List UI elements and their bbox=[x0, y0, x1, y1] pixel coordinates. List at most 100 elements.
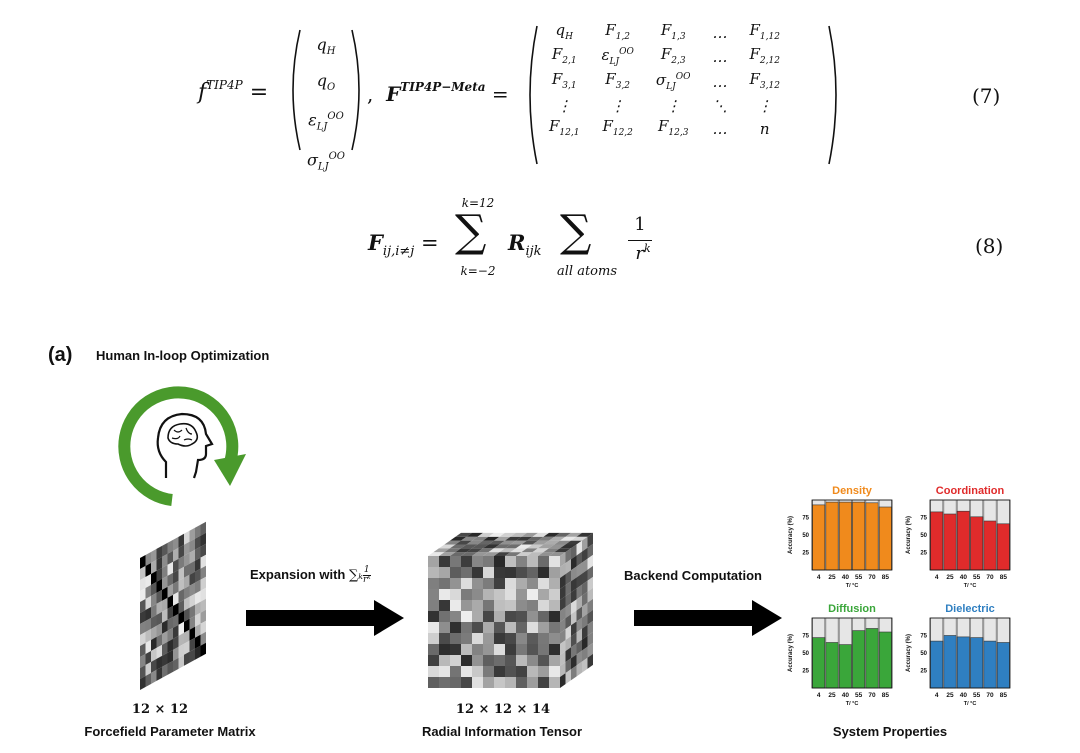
matrix-cell-block bbox=[195, 623, 201, 638]
y-axis-label: Accuracy (%) bbox=[906, 516, 912, 554]
tensor-front-cell bbox=[472, 611, 483, 622]
tensor-side-cell bbox=[587, 609, 593, 625]
matrix-cell-block bbox=[195, 579, 201, 594]
tensor-side-cell bbox=[560, 552, 566, 567]
tensor-front-cell bbox=[439, 600, 450, 611]
y-tick-label: 25 bbox=[802, 551, 809, 557]
tensor-side-cell bbox=[582, 646, 588, 662]
tensor-front-cell bbox=[450, 677, 461, 688]
matrix-cell-block bbox=[151, 603, 157, 618]
matrix-cell-block bbox=[178, 621, 184, 636]
tensor-side-cell bbox=[576, 551, 582, 567]
tensor-side-cell bbox=[582, 613, 588, 629]
matrix-cell-block bbox=[173, 657, 179, 672]
eq7-number: (7) bbox=[972, 84, 1001, 108]
matrix-cell-block bbox=[162, 575, 168, 590]
y-tick-label: 50 bbox=[920, 533, 927, 539]
tensor-front-cell bbox=[527, 677, 538, 688]
bar bbox=[812, 504, 826, 571]
matrix-cell: F1,12 bbox=[749, 20, 780, 42]
matrix-row: F3,1 F3,2 σLJOO … F3,12 bbox=[538, 70, 791, 95]
matrix-cell-block bbox=[156, 589, 162, 604]
matrix-cell-block bbox=[167, 561, 173, 576]
matrix-cell-block bbox=[200, 532, 206, 547]
y-tick-label: 25 bbox=[802, 669, 809, 675]
tensor-front-cell bbox=[439, 633, 450, 644]
matrix-cell: F3,1 bbox=[551, 69, 577, 91]
matrix-cell-block bbox=[173, 591, 179, 606]
tensor-side-cell bbox=[565, 636, 571, 652]
bar bbox=[943, 635, 957, 689]
arrow2-shape bbox=[634, 600, 782, 636]
x-axis-label: T/ °C bbox=[964, 583, 977, 589]
x-tick-label: 55 bbox=[973, 692, 981, 699]
tensor-top-cell bbox=[444, 540, 461, 545]
matrix-cell-block bbox=[145, 639, 151, 654]
tensor-front-cell bbox=[472, 633, 483, 644]
matrix-cell: F3,2 bbox=[605, 69, 631, 91]
matrix-cell-block bbox=[195, 546, 201, 561]
matrix-cell-block bbox=[184, 640, 190, 655]
tensor-front-cell bbox=[505, 578, 516, 589]
tensor-front-cell bbox=[439, 578, 450, 589]
x-tick-label: 70 bbox=[986, 574, 994, 581]
tensor-front-cell bbox=[461, 567, 472, 578]
eq8-sum-lower: k=−2 bbox=[460, 264, 496, 278]
matrix-cell-block bbox=[184, 651, 190, 666]
tensor-front-cell bbox=[461, 677, 472, 688]
matrix-cell-block bbox=[200, 587, 206, 602]
tensor-front-cell bbox=[461, 655, 472, 666]
matrix-cell-block bbox=[200, 631, 206, 646]
x-tick-label: 4 bbox=[817, 692, 821, 699]
tensor-side-cell bbox=[576, 584, 582, 600]
bar bbox=[852, 501, 866, 571]
x-tick-label: 85 bbox=[882, 692, 890, 699]
tensor-side-cell bbox=[587, 543, 593, 559]
x-tick-label: 40 bbox=[960, 574, 968, 581]
plot-frame bbox=[811, 499, 893, 571]
matrix-cell-block bbox=[195, 524, 201, 539]
matrix-dim: 12 × 12 bbox=[131, 702, 189, 717]
matrix-cell-block bbox=[178, 544, 184, 559]
matrix-cell-block bbox=[162, 586, 168, 601]
tensor-front-cell bbox=[516, 622, 527, 633]
matrix-cell-block bbox=[200, 521, 206, 536]
tensor-front-cell bbox=[428, 633, 439, 644]
matrix-cell-block bbox=[200, 565, 206, 580]
matrix-cell-block bbox=[184, 552, 190, 567]
plot-frame bbox=[929, 499, 1011, 571]
tensor-side-cell bbox=[576, 540, 582, 556]
matrix-cell: ⋮ bbox=[610, 97, 626, 115]
x-tick-label: 70 bbox=[868, 574, 876, 581]
tensor-front-cell bbox=[549, 622, 560, 633]
y-tick-label: 75 bbox=[920, 516, 927, 522]
matrix-cell: … bbox=[712, 48, 728, 66]
tensor-side-cell bbox=[565, 669, 571, 685]
bar bbox=[865, 628, 879, 689]
tensor-front-cell bbox=[461, 666, 472, 677]
tensor-front-cell bbox=[527, 567, 538, 578]
tensor-front-cell bbox=[483, 567, 494, 578]
matrix-cell-block bbox=[151, 614, 157, 629]
x-tick-label: 25 bbox=[946, 574, 954, 581]
tensor-front-cell bbox=[527, 556, 538, 567]
matrix-cell-block bbox=[189, 571, 195, 586]
tensor-front-cell bbox=[472, 644, 483, 655]
tensor-front-cell bbox=[516, 600, 527, 611]
bar bbox=[970, 516, 984, 571]
matrix-row: F12,1 F12,2 F12,3 … n bbox=[538, 118, 791, 141]
tensor-front-cell bbox=[527, 611, 538, 622]
matrix-cell-block bbox=[189, 538, 195, 553]
matrix-cell-block bbox=[151, 592, 157, 607]
plot-frame bbox=[929, 617, 1011, 689]
matrix-cell-block bbox=[173, 624, 179, 639]
tensor-side-cell bbox=[571, 610, 577, 626]
matrix-cell-block bbox=[140, 664, 146, 679]
matrix-cell-block bbox=[200, 554, 206, 569]
tensor-side-cell bbox=[560, 651, 566, 666]
matrix-row: ⋮ ⋮ ⋮ ⋱ ⋮ bbox=[538, 95, 791, 118]
tensor-front-cell bbox=[472, 578, 483, 589]
bar bbox=[956, 636, 970, 689]
tensor-front-cell bbox=[538, 611, 549, 622]
